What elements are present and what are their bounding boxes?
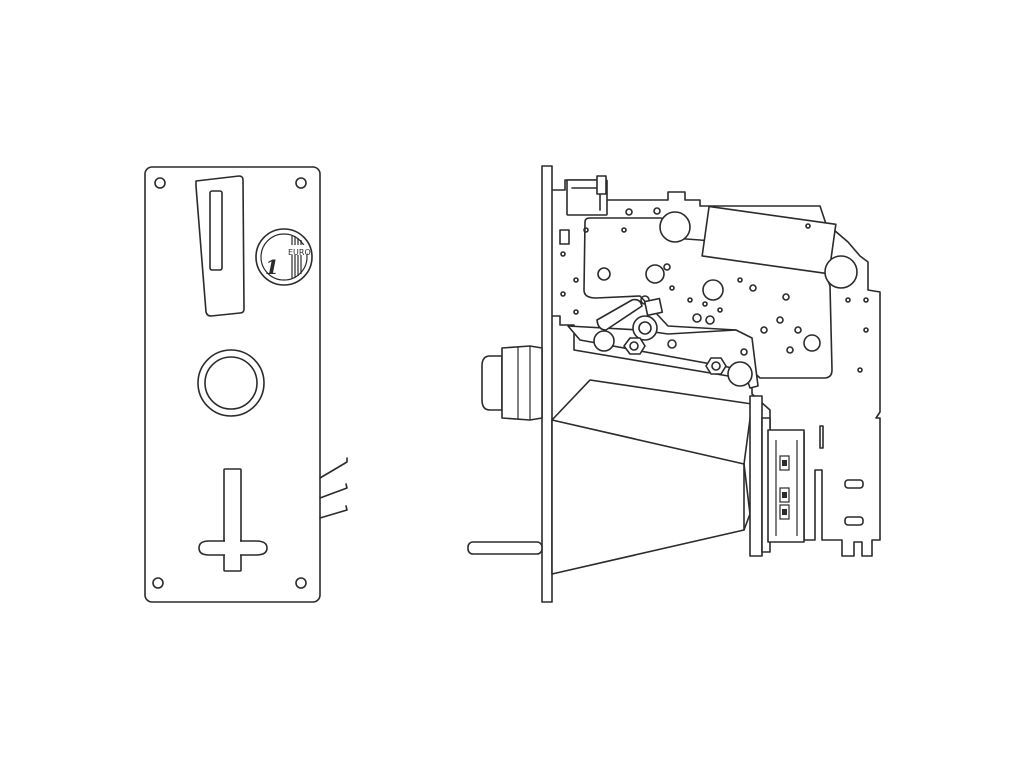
right-cam <box>727 361 753 387</box>
side-view-coin-mechanism <box>467 165 881 603</box>
pulley-top <box>659 211 691 243</box>
faceplate <box>144 166 321 603</box>
coin-funnel <box>551 379 753 575</box>
coin-slot <box>209 190 223 271</box>
coin-return-button-outer <box>197 349 265 417</box>
coin-return-button-inner <box>204 356 258 410</box>
mounting-hole-bottom-left <box>152 577 164 589</box>
front-flange <box>541 165 553 603</box>
front-view-coin-acceptor: 1 EURO <box>144 166 348 603</box>
micro-switch-block <box>767 429 805 543</box>
hex-nut-1 <box>623 337 646 355</box>
board-holes <box>560 207 869 373</box>
inner-plate <box>583 217 833 379</box>
pulley-right <box>824 255 858 289</box>
euro-coin-badge: 1 EURO <box>255 228 313 286</box>
coin-value-text: 1 <box>265 255 279 279</box>
hex-nut-2 <box>705 357 727 375</box>
mounting-hole-top-left <box>154 177 166 189</box>
rear-shaft <box>467 541 543 555</box>
side-wires <box>319 457 348 519</box>
mounting-hole-top-right <box>295 177 307 189</box>
top-small-block <box>596 175 607 195</box>
front-bushing <box>481 355 503 411</box>
lever-arm <box>596 298 643 331</box>
sensor-module <box>701 205 837 275</box>
mounting-hole-bottom-right <box>295 577 307 589</box>
pivot-large <box>632 315 658 341</box>
coin-slot-bezel <box>195 175 245 317</box>
coin-unit-text: EURO <box>288 248 311 257</box>
